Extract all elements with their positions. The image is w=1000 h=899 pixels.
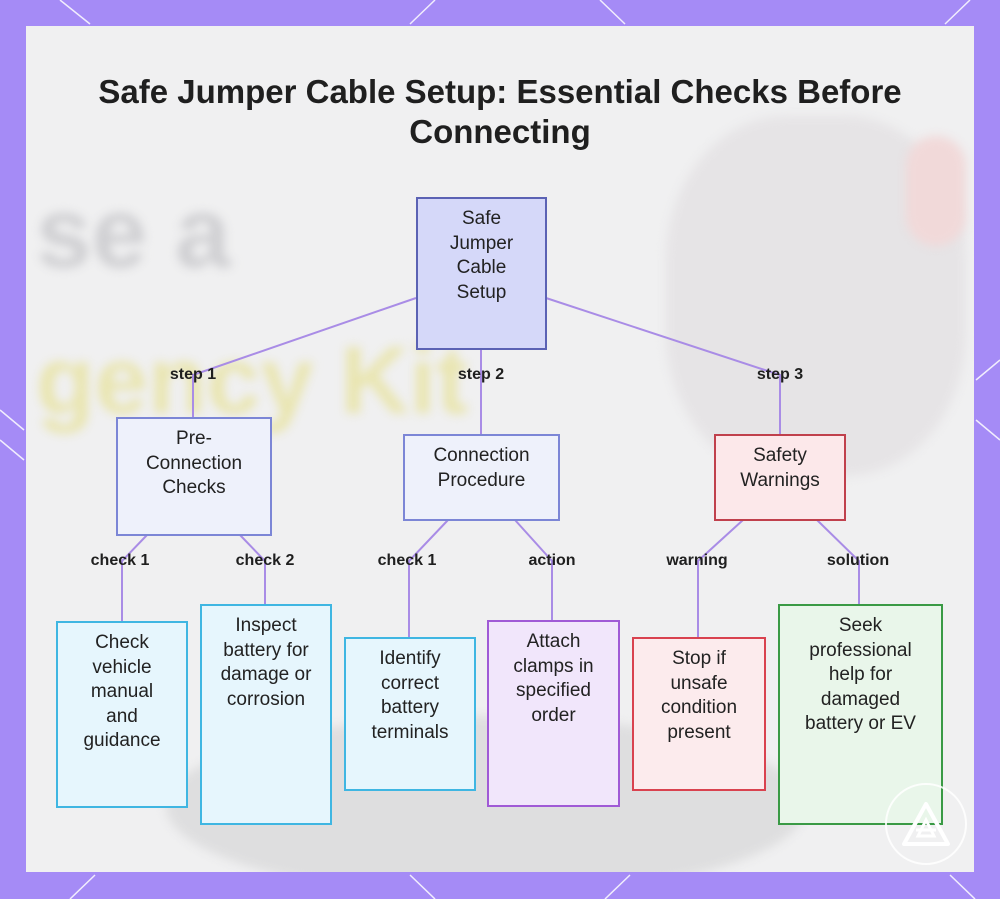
background-photo-text-1: se a bbox=[36, 177, 231, 289]
edge-conn-identify bbox=[408, 519, 449, 638]
diagram-title: Safe Jumper Cable Setup: Essential Check… bbox=[98, 73, 902, 150]
edge-pre-manual bbox=[121, 534, 148, 622]
edge-label-step-2: step 2 bbox=[457, 366, 505, 383]
edge-label-step-1: step 1 bbox=[169, 366, 217, 383]
edge-label-step-3: step 3 bbox=[756, 366, 804, 383]
node-identify-terminals: Identify correct battery terminals bbox=[344, 637, 476, 791]
node-safety-warnings: Safety Warnings bbox=[714, 434, 846, 521]
node-connection-procedure: Connection Procedure bbox=[403, 434, 560, 521]
edge-root-pre bbox=[192, 297, 417, 418]
triangle-a-logo-icon bbox=[885, 783, 967, 865]
edge-label-safety-solution: solution bbox=[826, 552, 890, 569]
edge-conn-attach bbox=[514, 519, 553, 621]
node-check-vehicle-manual: Check vehicle manual and guidance bbox=[56, 621, 188, 808]
node-stop-unsafe: Stop if unsafe condition present bbox=[632, 637, 766, 791]
edge-safety-stop bbox=[697, 519, 744, 638]
node-pre-connection-checks: Pre-Connection Checks bbox=[116, 417, 272, 536]
edge-label-pre-check-2: check 2 bbox=[235, 552, 295, 569]
node-inspect-battery: Inspect battery for damage or corrosion bbox=[200, 604, 332, 825]
edge-label-safety-warning: warning bbox=[666, 552, 728, 569]
edge-label-conn-action: action bbox=[528, 552, 576, 569]
edge-safety-help bbox=[816, 519, 860, 605]
edge-root-safety bbox=[545, 297, 781, 435]
edge-label-pre-check-1: check 1 bbox=[90, 552, 150, 569]
background-photo-text-2: gency Kit bbox=[36, 327, 469, 434]
edge-label-conn-check-1: check 1 bbox=[377, 552, 437, 569]
node-attach-clamps: Attach clamps in specified order bbox=[487, 620, 620, 807]
node-root: Safe Jumper Cable Setup bbox=[416, 197, 547, 350]
background-photo-accent bbox=[906, 136, 966, 246]
edge-pre-inspect bbox=[239, 534, 266, 605]
